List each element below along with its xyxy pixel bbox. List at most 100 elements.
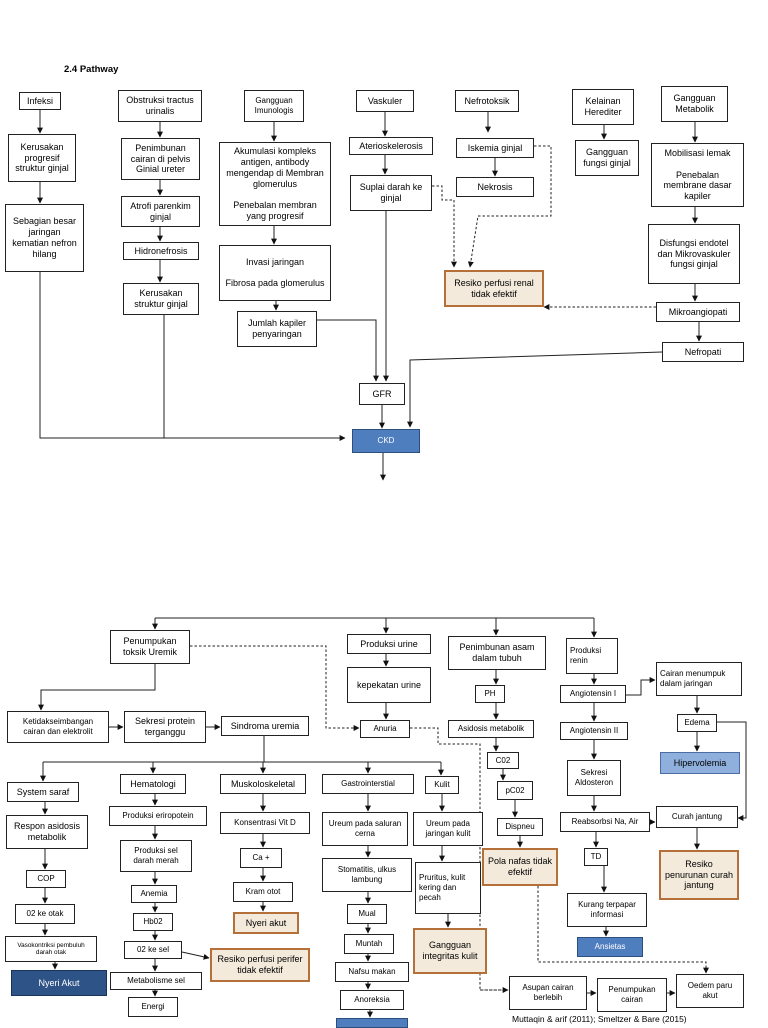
node-produksi-eriropotein: Produksi eriropotein (109, 806, 207, 826)
node-bottom-cutoff (336, 1018, 408, 1028)
node-vasokontriksi: Vasokontriksi pembuluh darah otak (5, 936, 97, 962)
connector-72 (38, 664, 156, 711)
node-resiko-perfusi-renal: Resiko perfusi renal tidak efektif (444, 270, 544, 307)
node-gangguan-metabolik: Gangguan Metabolik (661, 86, 728, 122)
node-jumlah-kapiler: Jumlah kapiler penyaringan (237, 311, 317, 347)
connector-69 (537, 886, 709, 974)
node-o2-ke-sel: 02 ke sel (124, 941, 182, 959)
connector-59 (626, 677, 656, 696)
node-anuria: Anuria (360, 720, 410, 738)
node-gfr: GFR (359, 383, 405, 405)
node-system-saraf: System saraf (7, 782, 79, 802)
node-nyeri-akut-blue: Nyeri Akut (11, 970, 107, 996)
node-o2-ke-otak: 02 ke otak (15, 904, 75, 924)
page-title: 2.4 Pathway (64, 64, 119, 75)
node-aterioskelerosis: Aterioskelerosis (349, 137, 433, 155)
node-sebagian-besar: Sebagian besar jaringan kematian nefron … (5, 204, 84, 272)
node-respon-asidosis: Respon asidosis metabolik (6, 815, 88, 849)
connector-12 (317, 319, 379, 382)
node-disfungsi: Disfungsi endotel dan Mikrovaskuler fung… (648, 224, 740, 284)
node-nyeri-akut-nursing: Nyeri akut (233, 912, 299, 934)
node-co2: C02 (487, 752, 519, 769)
node-ureum-saluran: Ureum pada saluran cerna (322, 812, 408, 846)
node-produksi-sel-darah: Produksi sel darah merah (120, 840, 192, 872)
node-ansietas: Ansietas (577, 937, 643, 957)
node-gangguan-imunologis: Gangguan Imunologis (244, 90, 304, 122)
node-stomatitis: Stomatitis, ulkus lambung (322, 858, 412, 892)
node-angiotensin1: Angiotensin I (560, 685, 626, 703)
node-nefropati: Nefropati (662, 342, 744, 362)
node-ureum-kulit: Ureum pada jaringan kulit (413, 812, 483, 846)
node-konsentrasi-vit-d: Konsentrasi Vit D (220, 812, 310, 834)
node-hipervolemia: Hipervolemia (660, 752, 740, 774)
node-kerusakan-struktur: Kerusakan struktur ginjal (123, 283, 199, 315)
node-invasi: Invasi jaringan Fibrosa pada glomerulus (219, 245, 331, 301)
node-vaskuler: Vaskuler (356, 90, 414, 112)
node-oedem-paru: Oedem paru akut (676, 974, 744, 1008)
node-asupan-cairan: Asupan cairan berlebih (509, 976, 587, 1010)
node-pruritus: Pruritus, kulit kering dan pecah (415, 862, 481, 914)
connector-98 (181, 951, 210, 960)
node-kurang-terpapar: Kurang terpapar informasi (567, 893, 647, 927)
node-resiko-curah: Resiko penurunan curah jantung (659, 850, 739, 900)
node-nekrosis: Nekrosis (456, 177, 534, 197)
connector-27 (407, 351, 663, 428)
node-anoreksia: Anoreksia (340, 990, 404, 1010)
node-penimbunan-cairan-pelvis: Penimbunan cairan di pelvis Ginial urete… (121, 138, 200, 180)
node-kepekatan-urine: kepekatan urine (347, 667, 431, 703)
node-sekresi-protein: Sekresi protein terganggu (124, 711, 206, 743)
node-kerusakan-progresif: Kerusakan progresif struktur ginjal (8, 134, 76, 182)
node-kram-otot: Kram otot (233, 882, 293, 902)
node-sekresi-aldosteron: Sekresi Aldosteron (567, 760, 621, 796)
node-ketidakseimbangan: Ketidakseimbangan cairan dan elektrolit (7, 711, 109, 743)
node-penimbunan-asam: Penimbunan asam dalam tubuh (448, 636, 546, 670)
node-nefrotoksik: Nefrotoksik (455, 90, 519, 112)
node-gangguan-fungsi: Gangguan fungsi ginjal (575, 140, 639, 176)
node-produksi-urine: Produksi urine (347, 634, 431, 654)
node-dispneu: Dispneu (497, 818, 543, 836)
citation: Muttaqin & arif (2011); Smeltzer & Bare … (512, 1014, 687, 1024)
connector-67 (410, 727, 508, 991)
node-infeksi: Infeksi (19, 92, 61, 110)
connector-3 (39, 272, 346, 441)
node-muskoloskeletal: Muskoloskeletal (220, 774, 306, 794)
node-kelainan-herediter: Kelainan Herediter (572, 89, 634, 125)
node-mual: Mual (347, 904, 387, 924)
node-ckd: CKD (352, 429, 420, 453)
node-pola-nafas: Pola nafas tidak efektif (482, 848, 558, 886)
node-curah-jantung: Curah jantung (656, 806, 738, 828)
node-nafsu-makan: Nafsu makan (335, 962, 409, 982)
node-resiko-perfusi-perifer: Resiko perfusi perifer tidak efektif (210, 948, 310, 982)
node-suplai-darah: Suplai darah ke ginjal (350, 175, 432, 211)
node-atrofi: Atrofi parenkim ginjal (121, 196, 200, 227)
node-penumpukan-toksik: Penumpukan toksik Uremik (110, 630, 190, 664)
node-angiotensin2: Angiotensin II (560, 722, 628, 740)
node-muntah: Muntah (344, 934, 394, 954)
node-hidronefrosis: Hidronefrosis (123, 242, 199, 260)
node-ca: Ca + (240, 848, 282, 868)
node-pco2: pC02 (497, 781, 533, 800)
node-mobilisasi: Mobilisasi lemak Penebalan membrane dasa… (651, 143, 744, 207)
node-reabsorbsi: Reabsorbsi Na, Air (560, 812, 650, 832)
node-gastrointerstial: Gastrointerstial (322, 774, 414, 794)
node-anemia: Anemia (131, 885, 177, 903)
node-td: TD (584, 848, 608, 866)
node-cairan-menumpuk: Cairan menumpuk dalam jaringan (656, 662, 742, 696)
node-asidosis-metabolik: Asidosis metabolik (448, 720, 534, 738)
connector-20 (432, 185, 457, 268)
node-hematologi: Hematologi (120, 774, 186, 794)
node-kulit: Kulit (425, 776, 459, 794)
node-obstruksi: Obstruksi tractus urinalis (118, 90, 202, 122)
node-cop: COP (26, 870, 66, 888)
node-edema: Edema (677, 714, 717, 732)
node-akumulasi: Akumulasi kompleks antigen, antibody men… (219, 142, 331, 226)
node-produksi-renin: Produksi renin (566, 638, 618, 674)
connector-19 (467, 145, 552, 268)
node-penumpukan-cairan: Penumpukan cairan (597, 978, 667, 1012)
node-sindroma-uremia: Sindroma uremia (221, 716, 309, 736)
node-hb02: Hb02 (133, 913, 173, 931)
node-ph: PH (475, 685, 505, 703)
connector-66 (190, 645, 360, 731)
node-iskemia: Iskemia ginjal (456, 138, 534, 158)
